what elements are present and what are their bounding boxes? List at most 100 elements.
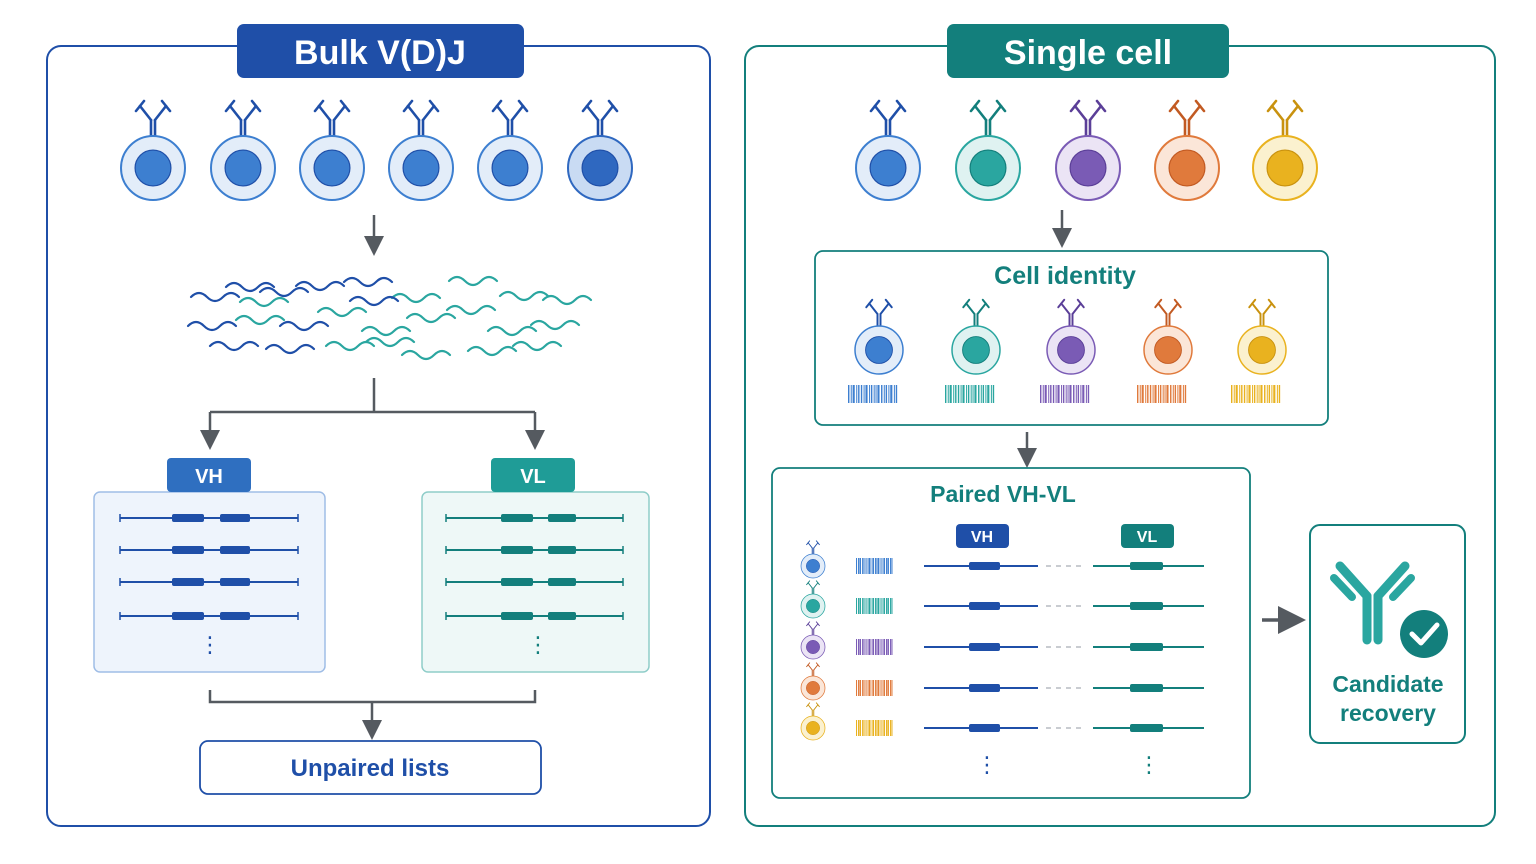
nucleus: [1168, 149, 1206, 187]
read-fragment: [234, 314, 286, 326]
read-fragment: [294, 280, 346, 292]
single-cell-panel: Single cell Cell identity Paired VH-VL V…: [744, 24, 1496, 827]
b-cell-icon: [477, 99, 543, 201]
orange-paired-barcode: [856, 680, 893, 696]
bulk-title-banner: [237, 24, 524, 78]
read-fragment: [400, 349, 452, 361]
nucleus: [224, 149, 262, 187]
yellow-paired-barcode: [856, 720, 893, 736]
receptor-icon: [402, 99, 440, 138]
yellow-paired-cell-icon: [800, 702, 826, 741]
bulk-vl-more: ⋮: [527, 632, 549, 657]
read-fragment: [348, 295, 400, 307]
paired-vl-label: VL: [1137, 529, 1158, 546]
b-cell-icon: [299, 99, 365, 201]
receptor-icon: [1154, 298, 1182, 327]
candidate-label-line2: recovery: [1340, 700, 1436, 726]
read-fragment: [189, 291, 241, 303]
teal-cell-icon: [955, 99, 1021, 201]
nucleus: [806, 681, 820, 695]
orange-barcode: [1137, 385, 1187, 403]
receptor-icon: [962, 298, 990, 327]
nucleus: [491, 149, 529, 187]
receptor-icon: [1266, 99, 1304, 138]
vl-sequence: [445, 514, 624, 522]
nucleus: [313, 149, 351, 187]
paired-rows: [800, 540, 1204, 741]
read-fragment: [364, 336, 416, 348]
read-fragment: [360, 325, 412, 337]
receptor-icon: [806, 580, 820, 595]
paired-row: [800, 621, 1204, 660]
read-fragment: [466, 345, 518, 357]
vh-sequence: [119, 612, 299, 620]
read-fragment: [238, 296, 290, 308]
nucleus: [806, 721, 820, 735]
paired-vh-tag: [956, 524, 1009, 548]
nucleus: [806, 640, 820, 654]
nucleus: [865, 336, 893, 364]
read-fragment: [511, 340, 563, 352]
paired-vh-more: ⋮: [976, 752, 998, 777]
nucleus: [581, 149, 619, 187]
paired-box: [771, 467, 1251, 799]
vl-sequence: [445, 546, 624, 554]
orange-identity-cell-icon: [1143, 298, 1193, 375]
bulk-title: Bulk V(D)J: [294, 34, 466, 72]
b-cell-icon: [567, 99, 633, 201]
receptor-icon: [1057, 298, 1085, 327]
single-cell-row: [855, 99, 1318, 201]
receptor-icon: [806, 540, 820, 555]
bulk-merge-bracket: [208, 690, 537, 740]
check-icon: [1400, 610, 1448, 658]
nucleus: [962, 336, 990, 364]
yellow-cell-icon: [1252, 99, 1318, 201]
read-fragment: [258, 286, 310, 298]
vl-sequence: [445, 612, 624, 620]
nucleus: [806, 559, 820, 573]
bulk-split-arrow: [200, 378, 545, 450]
bulk-vl-label: VL: [520, 466, 546, 488]
nucleus: [1069, 149, 1107, 187]
bulk-vh-sequences: [119, 514, 299, 620]
paired-vl-more: ⋮: [1138, 752, 1160, 777]
nucleus: [134, 149, 172, 187]
nucleus: [869, 149, 907, 187]
candidate-label-line1: Candidate: [1332, 671, 1443, 697]
receptor-icon: [581, 99, 619, 138]
read-fragment: [224, 281, 276, 293]
read-fragment: [447, 275, 499, 287]
receptor-icon: [313, 99, 351, 138]
bulk-panel: Bulk V(D)J VH ⋮ VL ⋮ Unpaired lists: [46, 24, 711, 827]
unpaired-lists-box: [199, 740, 542, 795]
unpaired-lists-label: Unpaired lists: [291, 755, 450, 782]
paired-row: [800, 540, 1204, 579]
receptor-icon: [491, 99, 529, 138]
vh-sequence: [119, 514, 299, 522]
bulk-vh-label: VH: [195, 466, 223, 488]
purple-identity-cell-icon: [1046, 298, 1096, 375]
vh-sequence: [119, 578, 299, 586]
yellow-barcode: [1231, 385, 1281, 403]
read-fragment: [316, 306, 368, 318]
read-fragment: [405, 312, 457, 324]
read-fragment: [541, 294, 593, 306]
blue-cell-icon: [855, 99, 921, 201]
orange-cell-icon: [1154, 99, 1220, 201]
teal-identity-cell-icon: [951, 298, 1001, 375]
nucleus: [806, 599, 820, 613]
read-fragment: [342, 276, 394, 288]
read-fragment: [529, 319, 581, 331]
nucleus: [1266, 149, 1304, 187]
cell-identity-title: Cell identity: [994, 262, 1136, 290]
antibody-icon: [1330, 561, 1415, 645]
receptor-icon: [806, 702, 820, 717]
bulk-vh-more: ⋮: [199, 632, 221, 657]
receptor-icon: [224, 99, 262, 138]
paired-title: Paired VH-VL: [930, 481, 1076, 507]
bulk-mixed-reads: [186, 275, 593, 361]
read-fragment: [186, 320, 238, 332]
blue-identity-cell-icon: [854, 298, 904, 375]
bulk-cell-row: [120, 99, 633, 201]
